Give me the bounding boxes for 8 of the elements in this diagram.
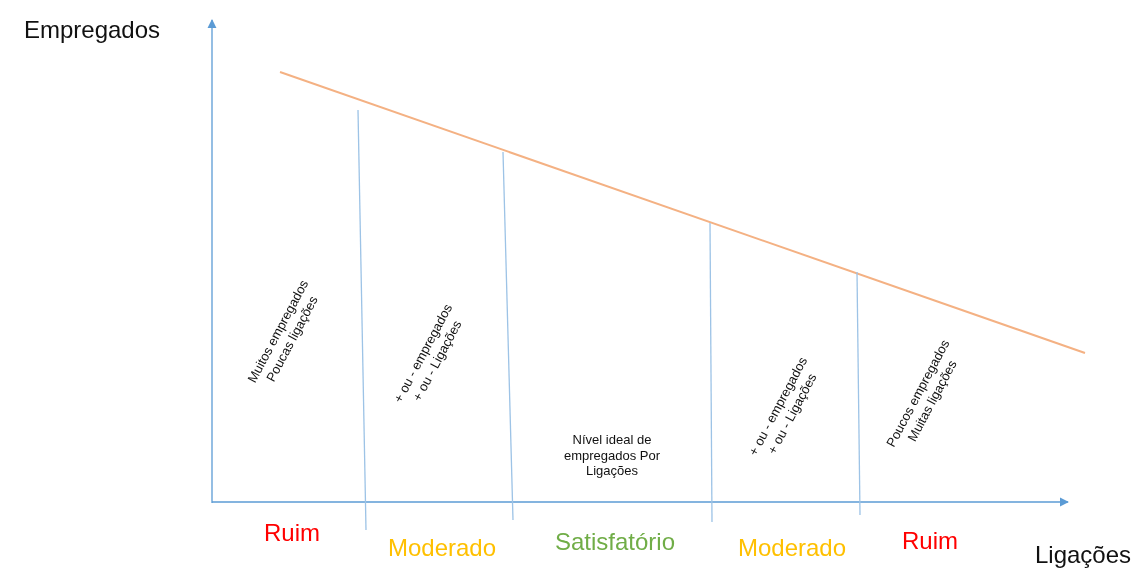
zone-rating: Ruim <box>264 518 320 548</box>
zone-rating: Moderado <box>737 533 847 563</box>
axis-title: Empregados <box>23 15 161 45</box>
zone-note: Nível ideal de empregados Por Ligações <box>562 431 662 479</box>
zone-rating: Ruim <box>902 526 958 556</box>
zone-rating: Moderado <box>387 533 497 563</box>
axis-title: Ligações <box>1034 540 1132 570</box>
zone-rating: Satisfatório <box>554 527 676 557</box>
